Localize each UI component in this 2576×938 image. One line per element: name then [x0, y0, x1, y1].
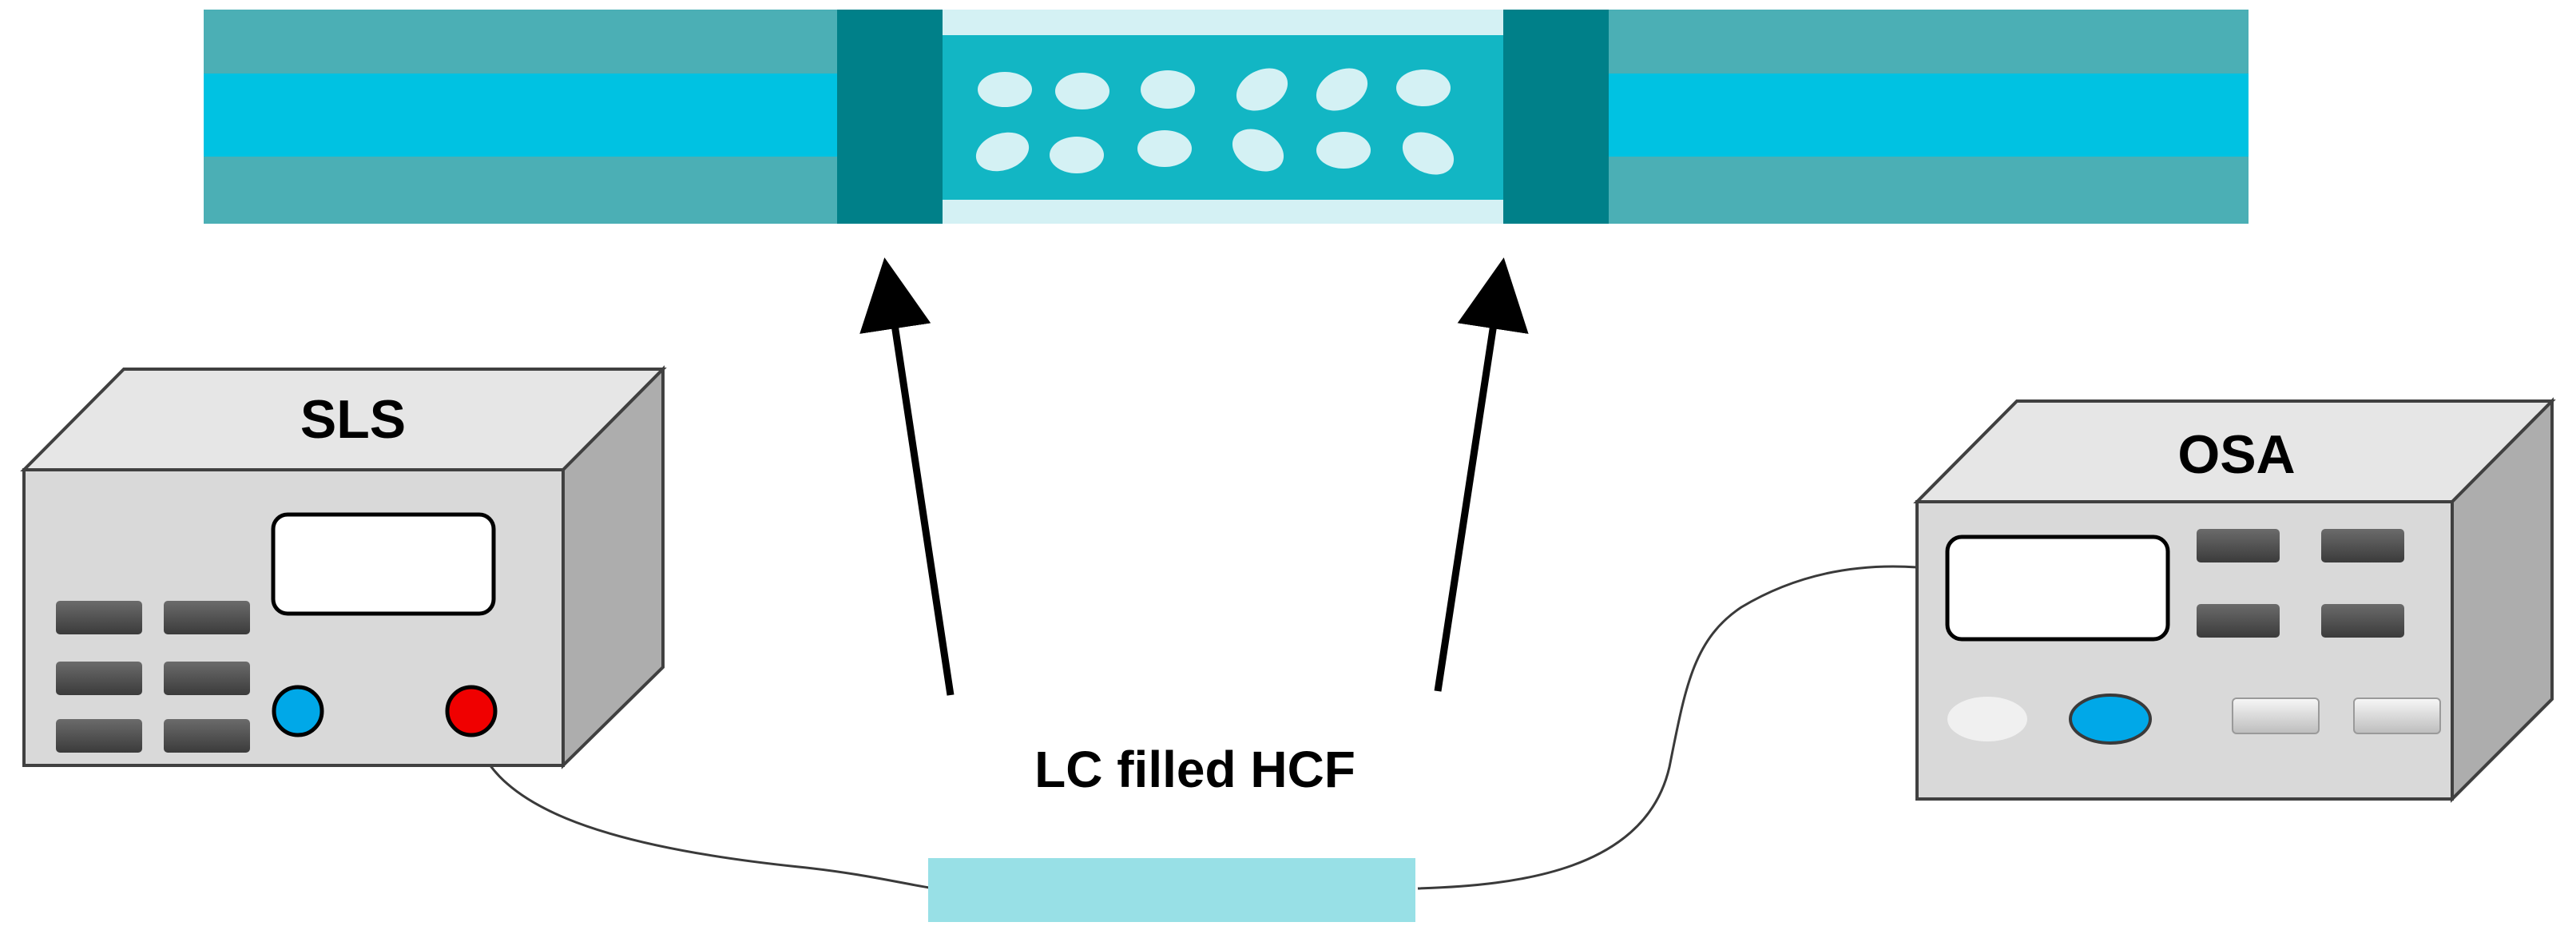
- lc-molecule: [1232, 129, 1284, 172]
- osa-display: [1945, 535, 2170, 642]
- sls-red-knob: [445, 685, 498, 737]
- output-fiber-cable: [1417, 565, 1918, 890]
- sls-button: [164, 601, 250, 634]
- lc-molecule: [1050, 137, 1104, 173]
- lc-molecule: [1137, 130, 1192, 167]
- lc-molecule: [978, 72, 1032, 107]
- hcf-sample: [928, 858, 1415, 922]
- sls-button: [164, 662, 250, 695]
- sls-button: [164, 719, 250, 753]
- osa-button: [2197, 529, 2280, 562]
- right-arrow: [1434, 257, 1529, 692]
- osa-button: [2321, 604, 2404, 638]
- sls-display: [271, 512, 496, 616]
- input-fiber-cable: [471, 718, 935, 890]
- sls-button: [56, 662, 142, 695]
- sls-button: [56, 601, 142, 634]
- osa-white-knob: [1947, 697, 2027, 741]
- osa-light-button: [2232, 698, 2320, 734]
- lc-molecule: [975, 132, 1030, 172]
- osa-button: [2321, 529, 2404, 562]
- osa-blue-knob: [2069, 694, 2152, 745]
- fiber-cross-section: [204, 10, 2249, 224]
- sls-label: SLS: [300, 389, 406, 450]
- osa-instrument: OSA: [1913, 397, 2556, 803]
- lc-molecule: [1402, 132, 1455, 175]
- sls-button: [56, 719, 142, 753]
- lc-molecule: [1316, 132, 1371, 169]
- osa-light-button: [2353, 698, 2441, 734]
- hcf-lc-core: [943, 35, 1503, 200]
- lc-molecule: [1055, 73, 1109, 109]
- lc-molecules: [975, 68, 1455, 175]
- left-splice: [837, 10, 943, 224]
- fiber-label: LC filled HCF: [1034, 741, 1355, 798]
- osa-button: [2197, 604, 2280, 638]
- left-arrow: [859, 257, 955, 696]
- sls-blue-knob: [272, 685, 324, 737]
- lc-molecule: [1236, 68, 1288, 111]
- left-fiber-core: [204, 74, 839, 157]
- lc-molecule: [1396, 70, 1451, 106]
- right-fiber-core: [1606, 74, 2249, 157]
- right-splice: [1503, 10, 1609, 224]
- osa-label: OSA: [2177, 424, 2295, 485]
- lc-molecule: [1316, 68, 1368, 111]
- sls-instrument: SLS: [20, 365, 667, 769]
- lc-molecule: [1141, 70, 1195, 109]
